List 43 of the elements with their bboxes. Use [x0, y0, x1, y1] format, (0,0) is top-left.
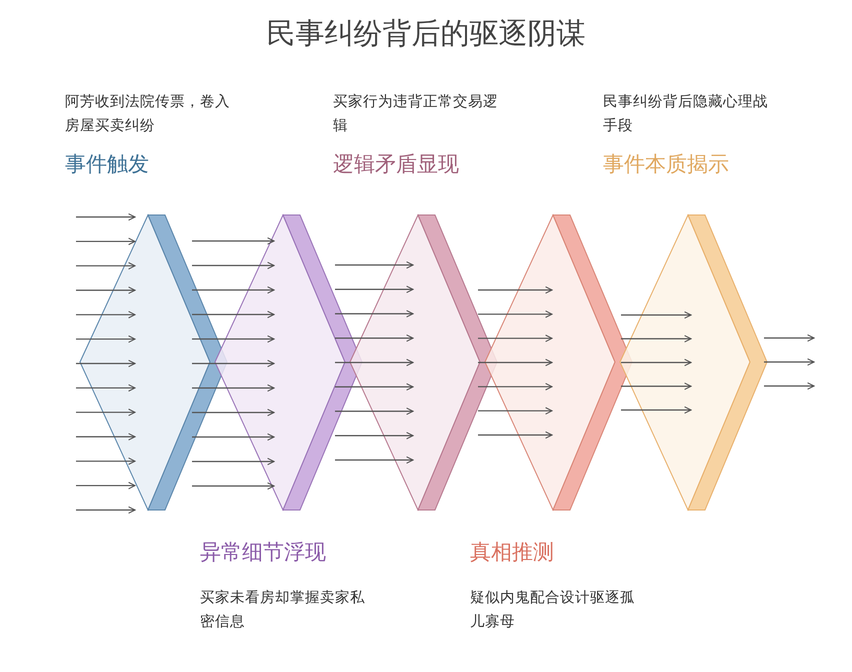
arrow — [76, 506, 136, 514]
arrow — [76, 360, 136, 368]
arrow — [76, 286, 136, 294]
arrow — [76, 213, 136, 221]
arrow — [76, 262, 136, 270]
arrow — [335, 334, 414, 342]
arrow — [335, 456, 414, 464]
stage-heading: 事件触发 — [65, 151, 149, 178]
arrow — [335, 261, 414, 269]
arrow — [192, 458, 275, 466]
arrow — [478, 286, 553, 294]
arrow — [192, 360, 275, 368]
arrow — [76, 482, 136, 490]
arrow — [764, 358, 815, 366]
stage-heading: 异常细节浮现 — [200, 539, 326, 566]
arrow — [192, 335, 275, 343]
diagram-title: 民事纠纷背后的驱逐阴谋 — [266, 15, 586, 52]
stage-description: 阿芳收到法院传票，卷入房屋买卖纠纷 — [65, 93, 231, 136]
arrow — [192, 482, 275, 490]
stage-heading: 真相推测 — [470, 539, 554, 566]
stage-description: 买家行为违背正常交易逻辑 — [333, 92, 499, 136]
arrow — [76, 384, 136, 392]
arrow — [192, 384, 275, 392]
stage-heading: 事件本质揭示 — [603, 151, 729, 178]
arrow — [764, 334, 815, 342]
arrow — [621, 358, 692, 366]
arrow — [76, 408, 136, 416]
stage-description: 民事纠纷背后隐藏心理战手段 — [603, 92, 769, 136]
arrow — [621, 311, 692, 319]
arrow — [76, 457, 136, 465]
arrow — [478, 358, 553, 366]
stage-description: 疑似内鬼配合设计驱逐孤儿寡母 — [470, 589, 636, 632]
arrow — [76, 433, 136, 440]
stage-heading: 逻辑矛盾显现 — [333, 151, 459, 178]
arrow — [335, 383, 414, 391]
stage-description: 买家未看房却掌握卖家私密信息 — [200, 588, 366, 632]
arrow — [764, 382, 815, 390]
arrow — [76, 335, 136, 343]
arrow — [76, 310, 136, 318]
arrow — [192, 237, 275, 245]
arrow — [478, 431, 553, 439]
arrow — [621, 406, 692, 414]
arrow — [76, 238, 136, 246]
